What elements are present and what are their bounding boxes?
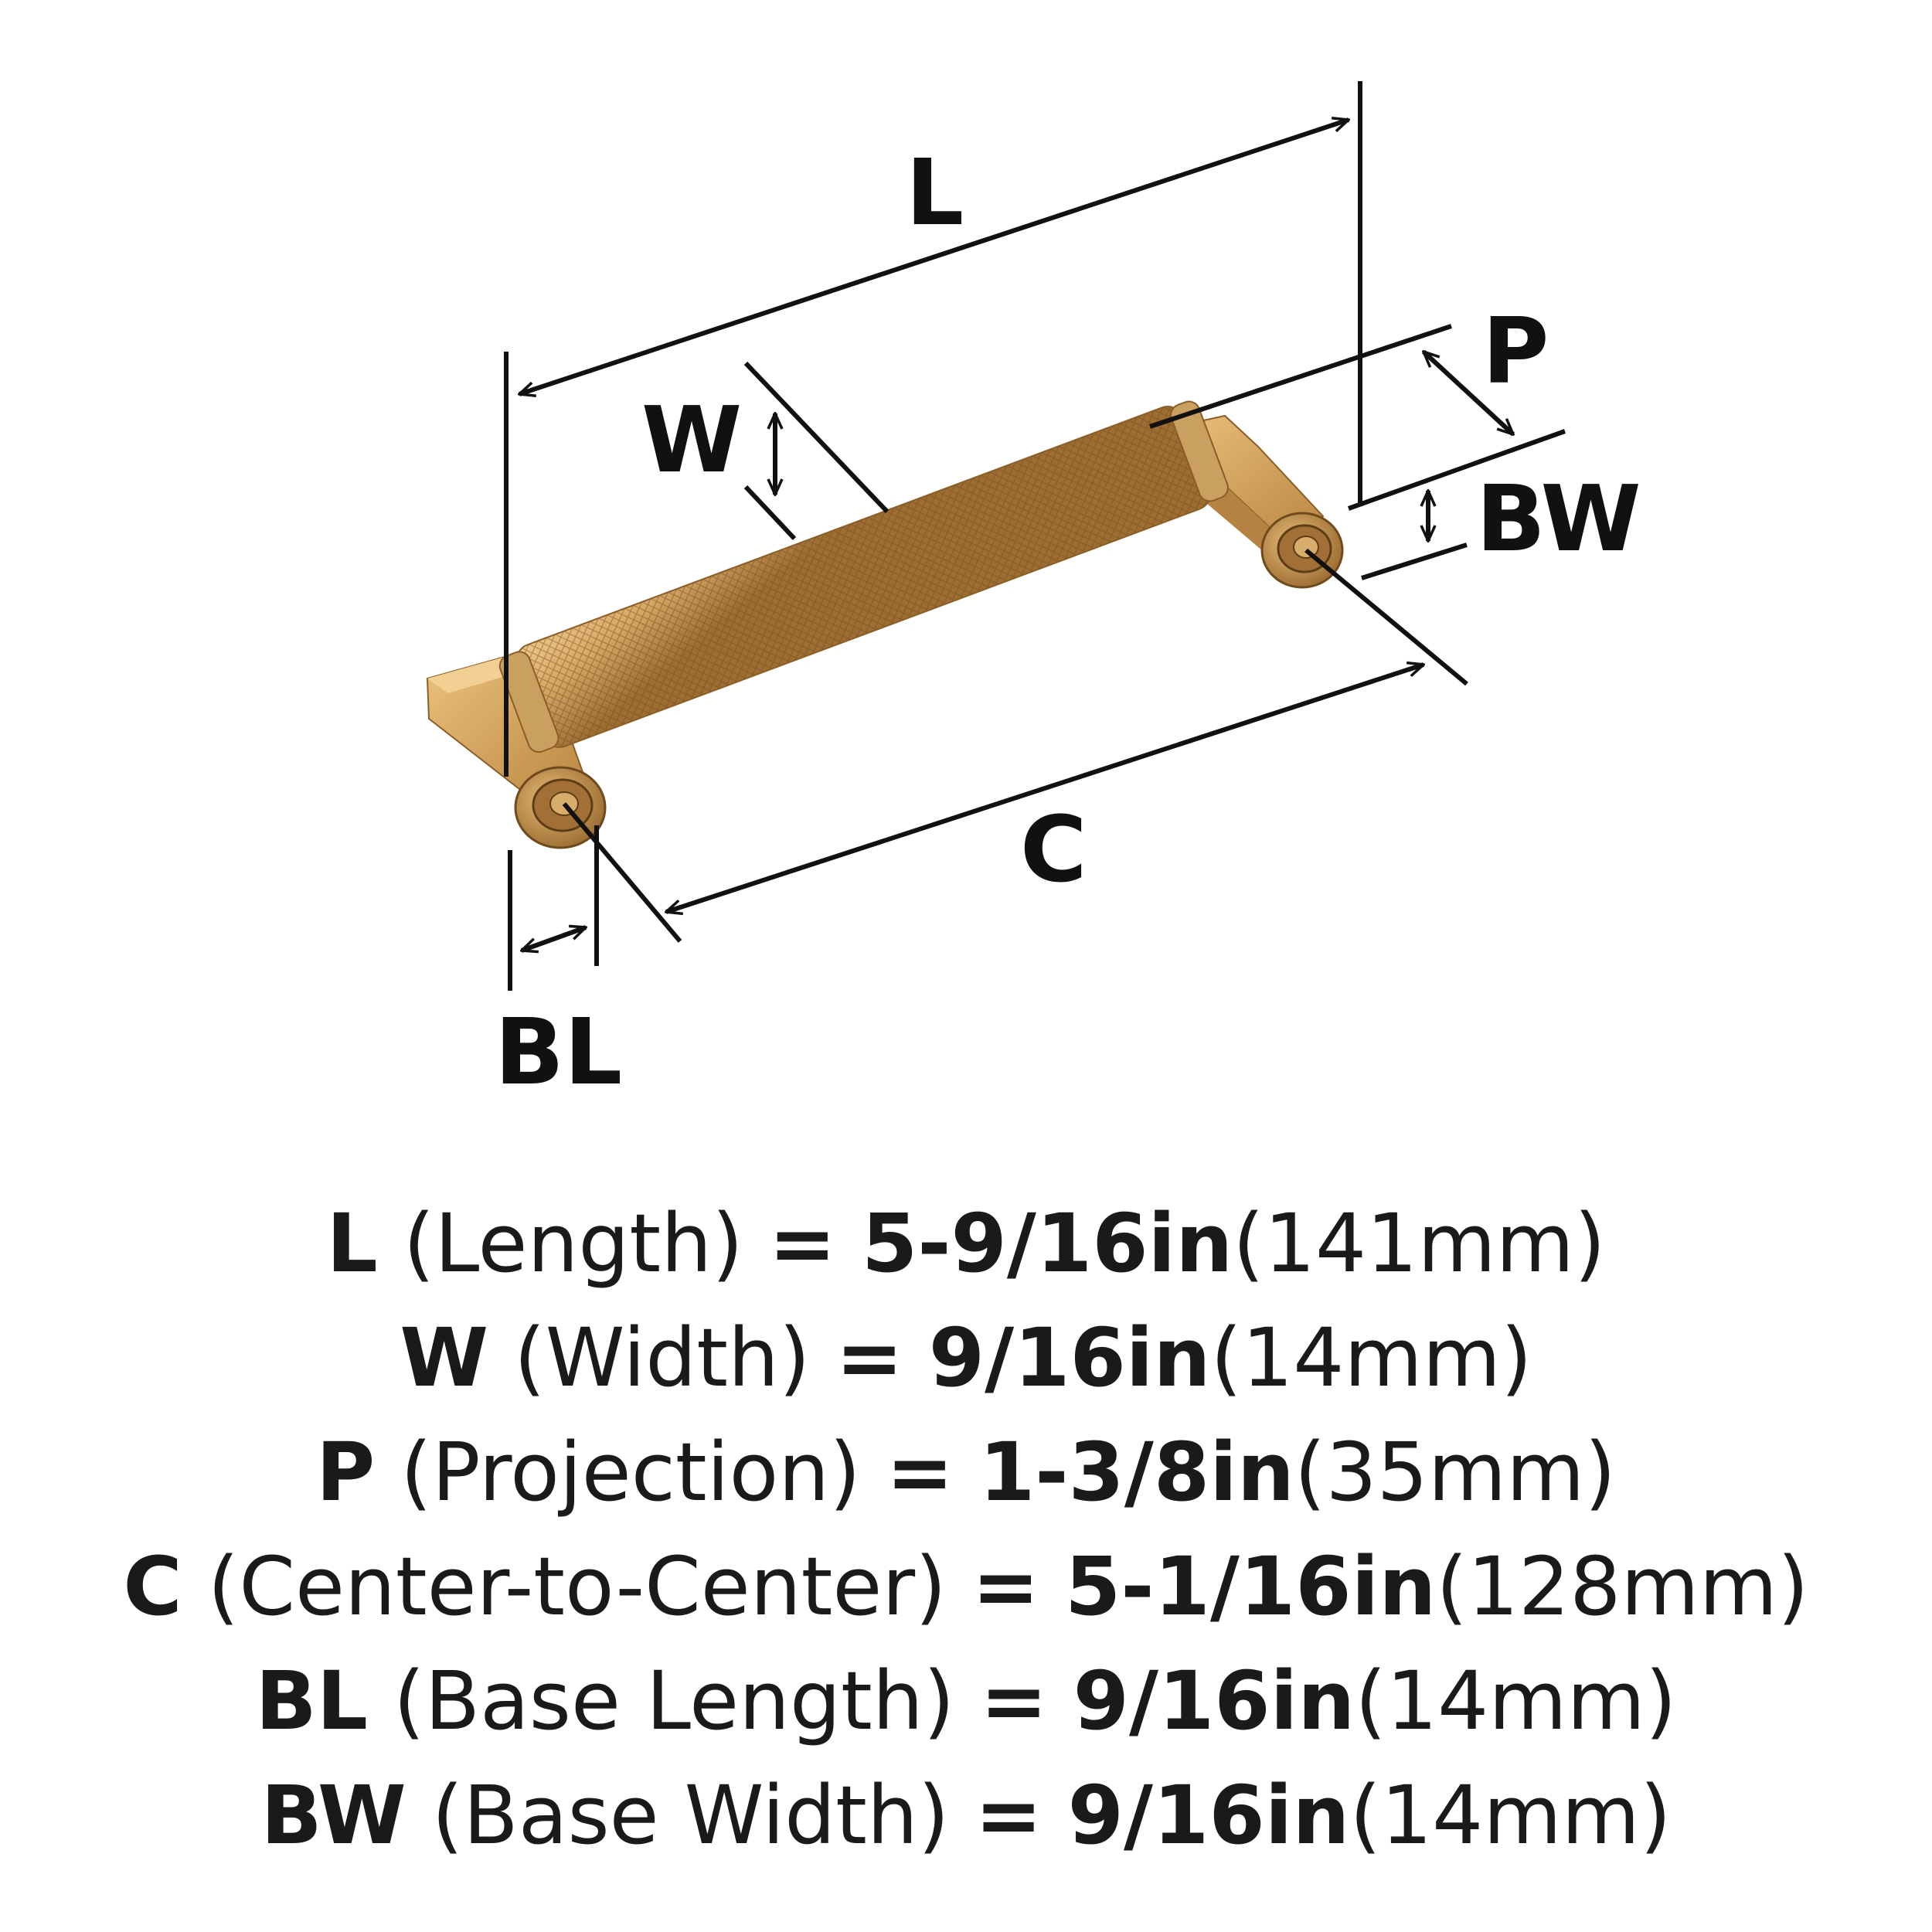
spec-mm-value: (14mm) [1210,1311,1532,1405]
spec-mm-value: (141mm) [1233,1196,1606,1291]
spec-row-width: W (Width) = 9/16in(14mm) [0,1301,1932,1415]
spec-code: W [400,1311,489,1405]
spec-mm-value: (14mm) [1355,1654,1677,1748]
spec-inch-value: 5-1/16in [1065,1539,1437,1634]
spec-inch-value: 9/16in [928,1311,1211,1405]
spec-code: C [123,1539,182,1634]
spec-name: (Base Width) [431,1768,950,1862]
w-extension-bottom [743,485,797,541]
spec-code: BL [255,1654,369,1748]
spec-equals: = [886,1425,954,1519]
cabinet-pull-diagram: L W P BW C BL [426,81,1641,1105]
bw-extension-bottom [1361,543,1468,580]
c-extension-left [562,802,682,943]
p-dimension-arrow [1423,352,1513,434]
c-dimension-arrow [666,665,1423,912]
spec-name: (Center-to-Center) [207,1539,947,1634]
spec-name: (Width) [514,1311,811,1405]
right-foot [1260,512,1344,589]
label-p: P [1482,298,1549,404]
spec-row-center-to-center: C (Center-to-Center) = 5-1/16in(128mm) [0,1529,1932,1644]
spec-equals: = [971,1539,1039,1634]
w-extension-top [743,361,889,514]
label-w: W [641,386,742,493]
spec-mm-value: (128mm) [1436,1539,1809,1634]
label-l: L [906,139,964,246]
spec-equals: = [980,1654,1048,1748]
c-extension-right [1304,548,1468,686]
spec-code: BW [260,1768,406,1862]
spec-row-base-length: BL (Base Length) = 9/16in(14mm) [0,1644,1932,1758]
label-bw: BW [1476,465,1641,572]
p-extension-bottom [1347,429,1566,511]
spec-name: (Length) [403,1196,743,1291]
spec-inch-value: 5-9/16in [861,1196,1233,1291]
spec-equals: = [835,1311,903,1405]
spec-name: (Base Length) [393,1654,955,1748]
spec-code: P [315,1425,376,1519]
label-c: C [1020,796,1087,903]
spec-equals: = [975,1768,1043,1862]
knurled-bar [498,400,1229,753]
spec-code: L [326,1196,378,1291]
spec-row-base-width: BW (Base Width) = 9/16in(14mm) [0,1758,1932,1872]
spec-row-length: L (Length) = 5-9/16in(141mm) [0,1186,1932,1301]
spec-mm-value: (35mm) [1294,1425,1617,1519]
cabinet-pull [426,400,1344,849]
spec-list: L (Length) = 5-9/16in(141mm) W (Width) =… [0,1186,1932,1872]
spec-inch-value: 9/16in [1067,1768,1350,1862]
spec-inch-value: 9/16in [1073,1654,1355,1748]
spec-mm-value: (14mm) [1349,1768,1672,1862]
label-bl: BL [495,998,622,1105]
bl-dimension-arrow [522,927,586,951]
l-dimension-arrow [519,120,1349,394]
spec-equals: = [768,1196,836,1291]
spec-name: (Projection) [400,1425,861,1519]
p-extension-top [1149,324,1452,429]
dimension-lines [504,81,1566,991]
spec-row-projection: P (Projection) = 1-3/8in(35mm) [0,1415,1932,1529]
spec-inch-value: 1-3/8in [978,1425,1294,1519]
